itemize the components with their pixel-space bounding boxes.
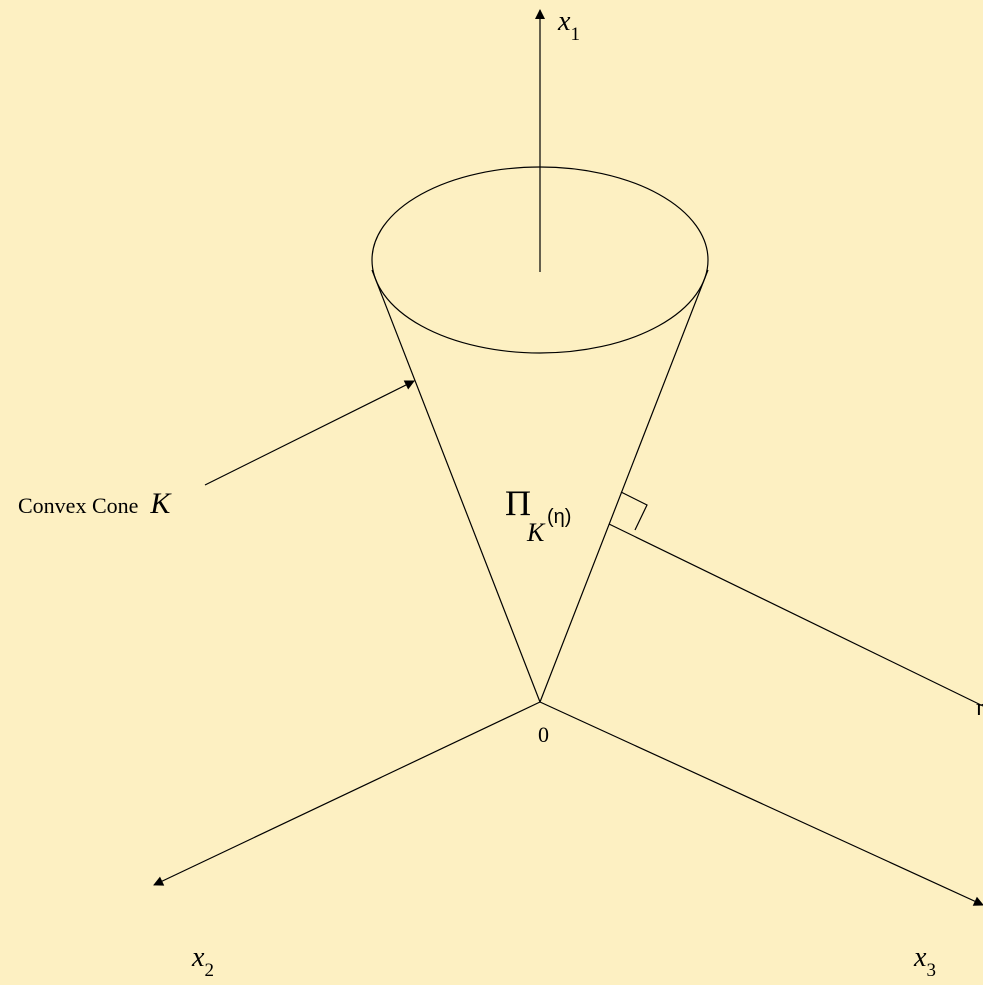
cone-caption: Convex Cone K [18, 487, 172, 520]
cone-left-edge [371, 269, 541, 703]
cone-caption-text: Convex Cone [18, 493, 138, 518]
x1-var: x [557, 6, 571, 37]
x1-sub: 1 [570, 24, 580, 45]
cone-right-edge [539, 269, 709, 703]
x2-axis [153, 701, 541, 886]
x3-label: x3 [913, 942, 936, 981]
right-angle-marker [620, 491, 648, 531]
cone-caption-symbol: K [149, 487, 172, 520]
projection-line [608, 523, 983, 707]
x3-axis [539, 701, 983, 906]
projection-label: Π [505, 483, 531, 523]
x2-sub: 2 [204, 960, 214, 981]
x3-var: x [913, 942, 927, 973]
x2-label: x2 [191, 942, 214, 981]
projection-symbol: Π [505, 483, 531, 523]
x1-label: x1 [557, 6, 580, 45]
projection-argument: (η) [547, 506, 571, 528]
origin-label: 0 [538, 722, 549, 747]
x3-sub: 3 [926, 960, 936, 981]
cone-top-ellipse [371, 166, 709, 354]
eta-label: η [976, 695, 983, 721]
projection-subscript: K [526, 518, 546, 547]
x2-var: x [191, 942, 205, 973]
cone-pointer-arrow [204, 380, 415, 486]
